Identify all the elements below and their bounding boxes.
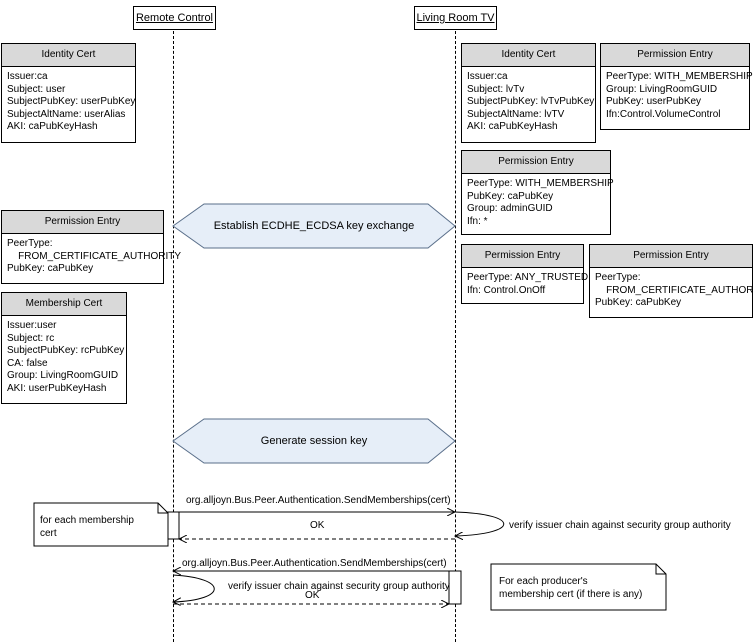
tv-lifeline [455,31,456,642]
card-title: Permission Entry [601,44,749,67]
tv-identity-cert: Identity Cert Issuer:ca Subject: lvTv Su… [461,43,596,143]
card-line: FROM_CERTIFICATE_AUTHORITY [7,250,182,262]
note-left-line: for each membership [40,515,134,526]
card-line: Ifn: Control.OnOff [467,284,546,296]
remote-lifeline [173,31,174,642]
card-line: SubjectPubKey: lvTvPubKey [467,96,595,107]
card-line: PeerType: ANY_TRUSTED [467,272,589,283]
note-right-shape [490,563,667,611]
card-line: SubjectAltName: userAlias [7,108,126,120]
note-left: for each membership cert [40,515,134,540]
ok-label-1: OK [310,520,325,531]
session-key-banner [172,418,456,464]
send-memberships-label-1: org.alljoyn.Bus.Peer.Authentication.Send… [186,495,451,506]
card-line: Group: LivingRoomGUID [606,83,718,95]
card-line: SubjectPubKey: userPubKey [7,96,136,107]
card-line: Issuer:ca [7,71,48,82]
session-key-label: Generate session key [260,435,368,447]
verify-label-2: verify issuer chain against security gro… [228,581,450,592]
rc-identity-cert: Identity Cert Issuer:ca Subject: user Su… [1,43,136,143]
rc-permission-entry: Permission Entry PeerType: FROM_CERTIFIC… [1,210,182,284]
card-line: Ifn:Control.VolumeControl [606,108,721,120]
card-line: AKI: caPubKeyHash [467,121,558,132]
card-line: PubKey: caPubKey [7,263,94,274]
note-right: For each producer's membership cert (if … [499,576,642,601]
note-right-line: membership cert (if there is any) [499,588,643,600]
card-line: PeerType: WITH_MEMBERSHIP [467,178,614,189]
tv-permission-entry-ca: Permission Entry PeerType: FROM_CERTIFIC… [589,244,754,318]
rc-membership-cert: Membership Cert Issuer:user Subject: rc … [1,292,127,404]
card-line: CA: false [7,357,48,369]
card-line: AKI: userPubKeyHash [7,382,107,394]
actor-living-room-tv: Living Room TV [414,6,497,30]
card-title: Identity Cert [2,44,135,67]
verify-label-1: verify issuer chain against security gro… [509,520,731,531]
note-left-shape [33,502,169,547]
card-line: Group: LivingRoomGUID [7,370,119,381]
card-title: Identity Cert [462,44,595,67]
card-line: Ifn: * [467,215,488,227]
remote-activation-bar [166,511,180,540]
card-line: SubjectAltName: lvTV [467,108,565,120]
tv-permission-entry-user: Permission Entry PeerType: WITH_MEMBERSH… [600,43,753,130]
ok-label-2: OK [305,590,320,601]
card-title: Membership Cert [2,293,126,316]
card-line: AKI: caPubKeyHash [7,121,98,132]
tv-activation-bar [448,570,462,605]
card-line: SubjectPubKey: rcPubKey [7,345,125,356]
card-line: PeerType: [7,238,53,249]
key-exchange-banner [172,203,456,249]
card-line: FROM_CERTIFICATE_AUTHORITY [595,284,754,296]
actor-remote-control: Remote Control [133,6,216,30]
card-title: Permission Entry [462,245,583,268]
card-line: Subject: user [7,83,66,95]
verify-loop-remote [173,574,215,602]
card-line: Subject: rc [7,332,55,344]
note-right-line: For each producer's [499,576,588,587]
tv-permission-entry-admin: Permission Entry PeerType: WITH_MEMBERSH… [461,150,614,235]
card-line: Subject: lvTv [467,83,525,95]
card-line: PubKey: caPubKey [467,190,554,202]
card-title: Permission Entry [2,211,163,234]
key-exchange-label: Establish ECDHE_ECDSA key exchange [213,220,415,232]
card-line: PeerType: [595,272,641,283]
card-line: PubKey: caPubKey [595,297,682,308]
card-line: Issuer:ca [467,71,508,82]
note-left-line: cert [40,527,57,539]
tv-permission-entry-any: Permission Entry PeerType: ANY_TRUSTED I… [461,244,589,304]
card-line: PeerType: WITH_MEMBERSHIP [606,71,753,82]
send-memberships-label-2: org.alljoyn.Bus.Peer.Authentication.Send… [182,558,447,569]
verify-loop-tv [455,511,504,536]
card-title: Permission Entry [462,151,610,174]
card-line: Group: adminGUID [467,203,553,214]
card-title: Permission Entry [590,245,752,268]
card-line: Issuer:user [7,320,57,331]
card-line: PubKey: userPubKey [606,96,702,107]
